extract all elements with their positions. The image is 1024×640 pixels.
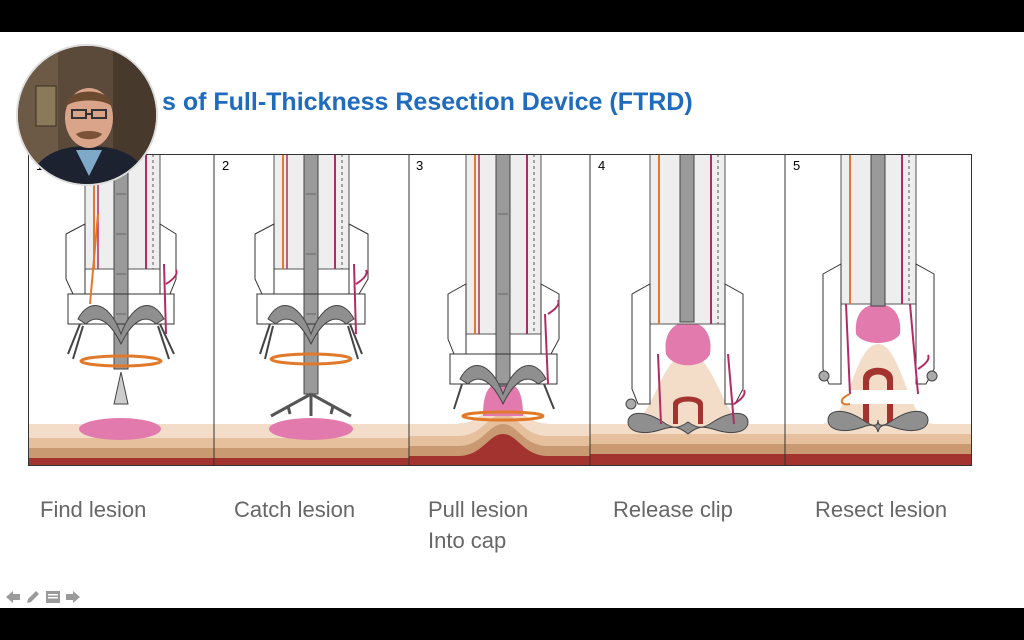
bottom-letterbox (0, 608, 1024, 640)
step-caption-2: Catch lesion (234, 494, 355, 525)
arrow-left-icon[interactable] (4, 588, 22, 606)
caption-line: Into cap (428, 528, 507, 553)
panel-2: 2 (214, 154, 409, 466)
slide-title: s of Full-Thickness Resection Device (FT… (162, 88, 693, 116)
step-number: 4 (598, 158, 605, 173)
presenter-video (18, 46, 156, 184)
panel-dividers (28, 154, 972, 466)
top-letterbox (0, 0, 1024, 32)
lesion (269, 418, 353, 440)
slide-navigation (4, 588, 82, 606)
panel-4: 4 (590, 154, 785, 466)
presentation-slide: s of Full-Thickness Resection Device (FT… (0, 32, 1024, 608)
panel-5: 5 (785, 154, 972, 466)
caption-line: Resect lesion (815, 497, 948, 522)
presenter-webcam (16, 44, 158, 186)
caption-line: Pull lesion (428, 497, 529, 522)
lesion (79, 418, 161, 440)
step-caption-1: Find lesion (40, 494, 146, 525)
step-caption-5: Resect lesion (815, 494, 947, 525)
caption-line: Find lesion (40, 497, 147, 522)
step-caption-3: Pull lesion Into cap (428, 494, 528, 556)
caption-line: Catch lesion (234, 497, 356, 522)
caption-line: Release clip (613, 497, 733, 522)
arrow-right-icon[interactable] (64, 588, 82, 606)
panel-3: 3 (409, 154, 590, 466)
ftrd-steps-figure: 1 (28, 154, 972, 466)
lesion (855, 304, 901, 343)
step-caption-4: Release clip (613, 494, 733, 525)
step-number: 5 (793, 158, 800, 173)
step-number: 2 (222, 158, 229, 173)
lesion (665, 322, 711, 366)
pencil-icon[interactable] (24, 588, 42, 606)
menu-icon[interactable] (44, 588, 62, 606)
ftrd-illustration: 1 (28, 154, 972, 466)
step-number: 3 (416, 158, 423, 173)
